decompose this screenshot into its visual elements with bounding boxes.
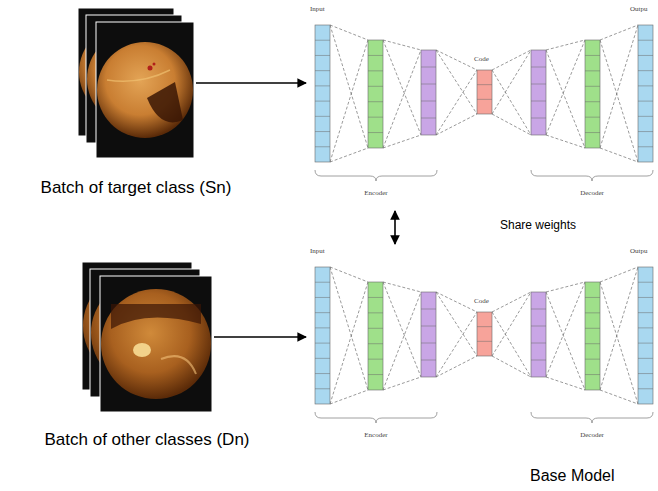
batch-caption: Batch of other classes (Dn) [44, 430, 249, 450]
layer-label: Decoder [580, 190, 604, 197]
layer-label: Encoder [364, 190, 387, 197]
arrow-connector [394, 211, 396, 244]
layer-label: Code [474, 298, 489, 305]
image-batch: Batch of other classes (Dn) [82, 262, 212, 412]
autoencoder-box: InputCode OutpuEncoder Decoder [308, 4, 656, 209]
autoencoder-box: InputCode OutpuEncoder Decoder [308, 246, 656, 451]
network-illustration [308, 246, 656, 451]
layer-label: Outpu [630, 248, 648, 255]
layer-label: Outpu [630, 6, 648, 13]
layer-label: Input [310, 248, 325, 255]
layer-label: Decoder [580, 432, 604, 439]
network-illustration [308, 4, 656, 209]
layer-label: Encoder [364, 432, 387, 439]
edge-label: Share weights [498, 218, 578, 232]
batch-caption: Batch of target class (Sn) [41, 178, 232, 198]
layer-label: Code [474, 56, 489, 63]
endoscopy-images [78, 8, 194, 158]
image-batch: Batch of target class (Sn) [78, 8, 194, 158]
model-label: Base Model [528, 466, 617, 485]
endoscopy-images [82, 262, 212, 412]
arrow-connector [214, 336, 306, 338]
layer-label: Input [310, 6, 325, 13]
arrow-connector [196, 82, 306, 84]
